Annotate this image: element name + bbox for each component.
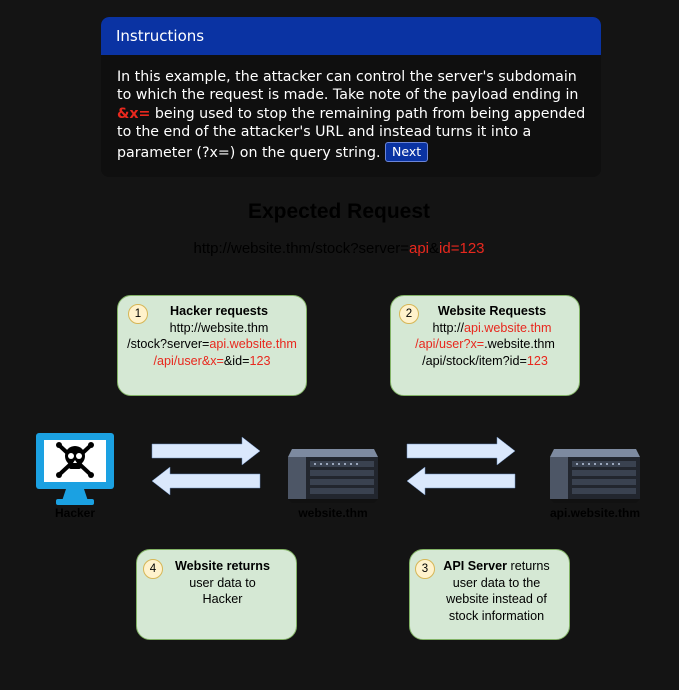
step-1-box: 1 Hacker requests http://website.thm /st… [117, 295, 307, 396]
step-2-line3: /api/stock/item?id=123 [422, 353, 548, 368]
step-2-title: Website Requests [437, 304, 547, 318]
website-server-icon [288, 449, 378, 503]
arrow-left [406, 466, 516, 496]
instructions-text-after: being used to stop the remaining path fr… [117, 105, 586, 161]
arrow-right [151, 436, 261, 466]
step-4-title: Website returns [175, 559, 270, 573]
api-server-icon [550, 449, 640, 503]
step-2-box: 2 Website Requests http://api.website.th… [390, 295, 580, 396]
ssrf-diagram: Expected Request http://website.thm/stoc… [18, 195, 660, 655]
step-3-number: 3 [415, 559, 435, 579]
step-1-title: Hacker requests [169, 304, 268, 318]
hacker-monitor-icon [36, 433, 114, 505]
payload-highlight: &x= [117, 105, 151, 122]
diagram-title: Expected Request [247, 200, 431, 223]
instructions-panel: Instructions In this example, the attack… [101, 17, 601, 177]
step-3-line2: website instead of [446, 592, 547, 606]
instructions-text-before: In this example, the attacker can contro… [117, 69, 579, 104]
api-label: api.website.thm [549, 506, 641, 520]
step-3-title-line: API Server returns [443, 559, 550, 573]
expected-request-url: http://website.thm/stock?server=api&id=1… [193, 240, 485, 257]
step-1-line1: http://website.thm [169, 320, 269, 335]
arrows-website-api [406, 436, 516, 496]
arrows-hacker-website [151, 436, 261, 496]
step-4-line1: user data to [189, 575, 256, 590]
step-4-box: 4 Website returns user data to Hacker [136, 549, 297, 640]
step-2-number: 2 [399, 304, 419, 324]
step-4-line2: Hacker [202, 592, 243, 606]
step-2-line1: http://api.website.thm [432, 320, 552, 335]
arrow-left [151, 466, 261, 496]
next-button[interactable]: Next [385, 141, 429, 162]
skull-crossbones-icon [56, 442, 94, 478]
step-3-box: 3 API Server returns user data to the we… [409, 549, 570, 640]
website-label: website.thm [298, 506, 368, 520]
step-4-number: 4 [143, 559, 163, 579]
step-1-line2: /stock?server=api.website.thm [127, 337, 297, 351]
step-3-line1: user data to the [452, 575, 541, 590]
instructions-header: Instructions [101, 17, 601, 55]
arrow-right [406, 436, 516, 466]
step-2-line2: /api/user?x=.website.thm [415, 337, 555, 351]
step-1-number: 1 [128, 304, 148, 324]
step-3-line3: stock information [448, 608, 545, 623]
step-1-line3: /api/user&x=&id=123 [153, 353, 271, 368]
instructions-body: In this example, the attacker can contro… [101, 55, 601, 162]
hacker-label: Hacker [54, 506, 96, 520]
